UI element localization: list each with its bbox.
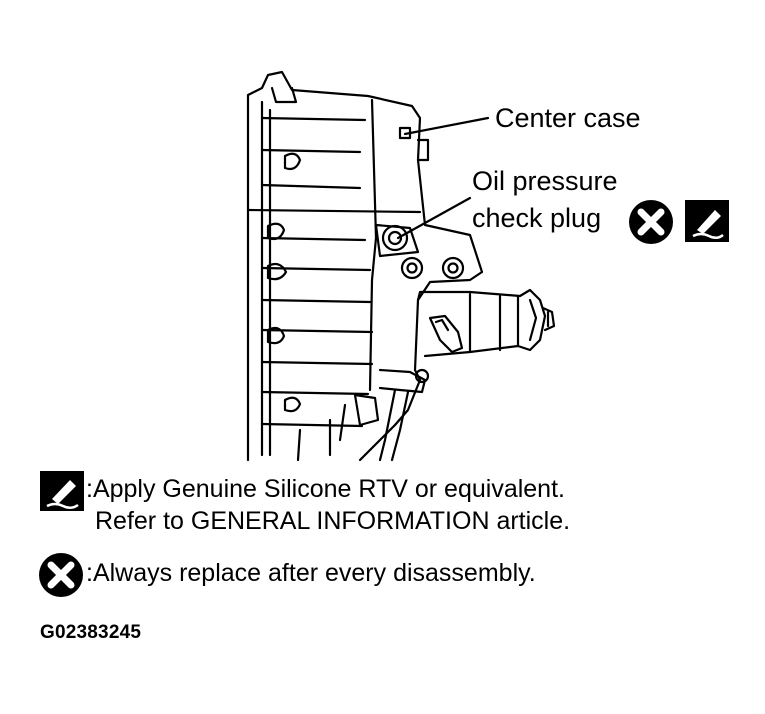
- callout-oil-pressure: Oil pressure: [472, 166, 618, 196]
- sealant-icon: [40, 471, 84, 511]
- callout-center-case: Center case: [495, 103, 641, 133]
- replace-x-icon: [39, 553, 83, 597]
- legend-replace: :Always replace after every disassembly.: [86, 559, 536, 587]
- callout-check-plug: check plug: [472, 203, 602, 233]
- replace-x-icon: [629, 200, 673, 244]
- sealant-icon: [685, 200, 729, 242]
- legend-sealant-line2: Refer to GENERAL INFORMATION article.: [95, 507, 571, 535]
- figure-code: G02383245: [40, 622, 142, 643]
- legend-sealant-line1: :Apply Genuine Silicone RTV or equivalen…: [86, 475, 565, 503]
